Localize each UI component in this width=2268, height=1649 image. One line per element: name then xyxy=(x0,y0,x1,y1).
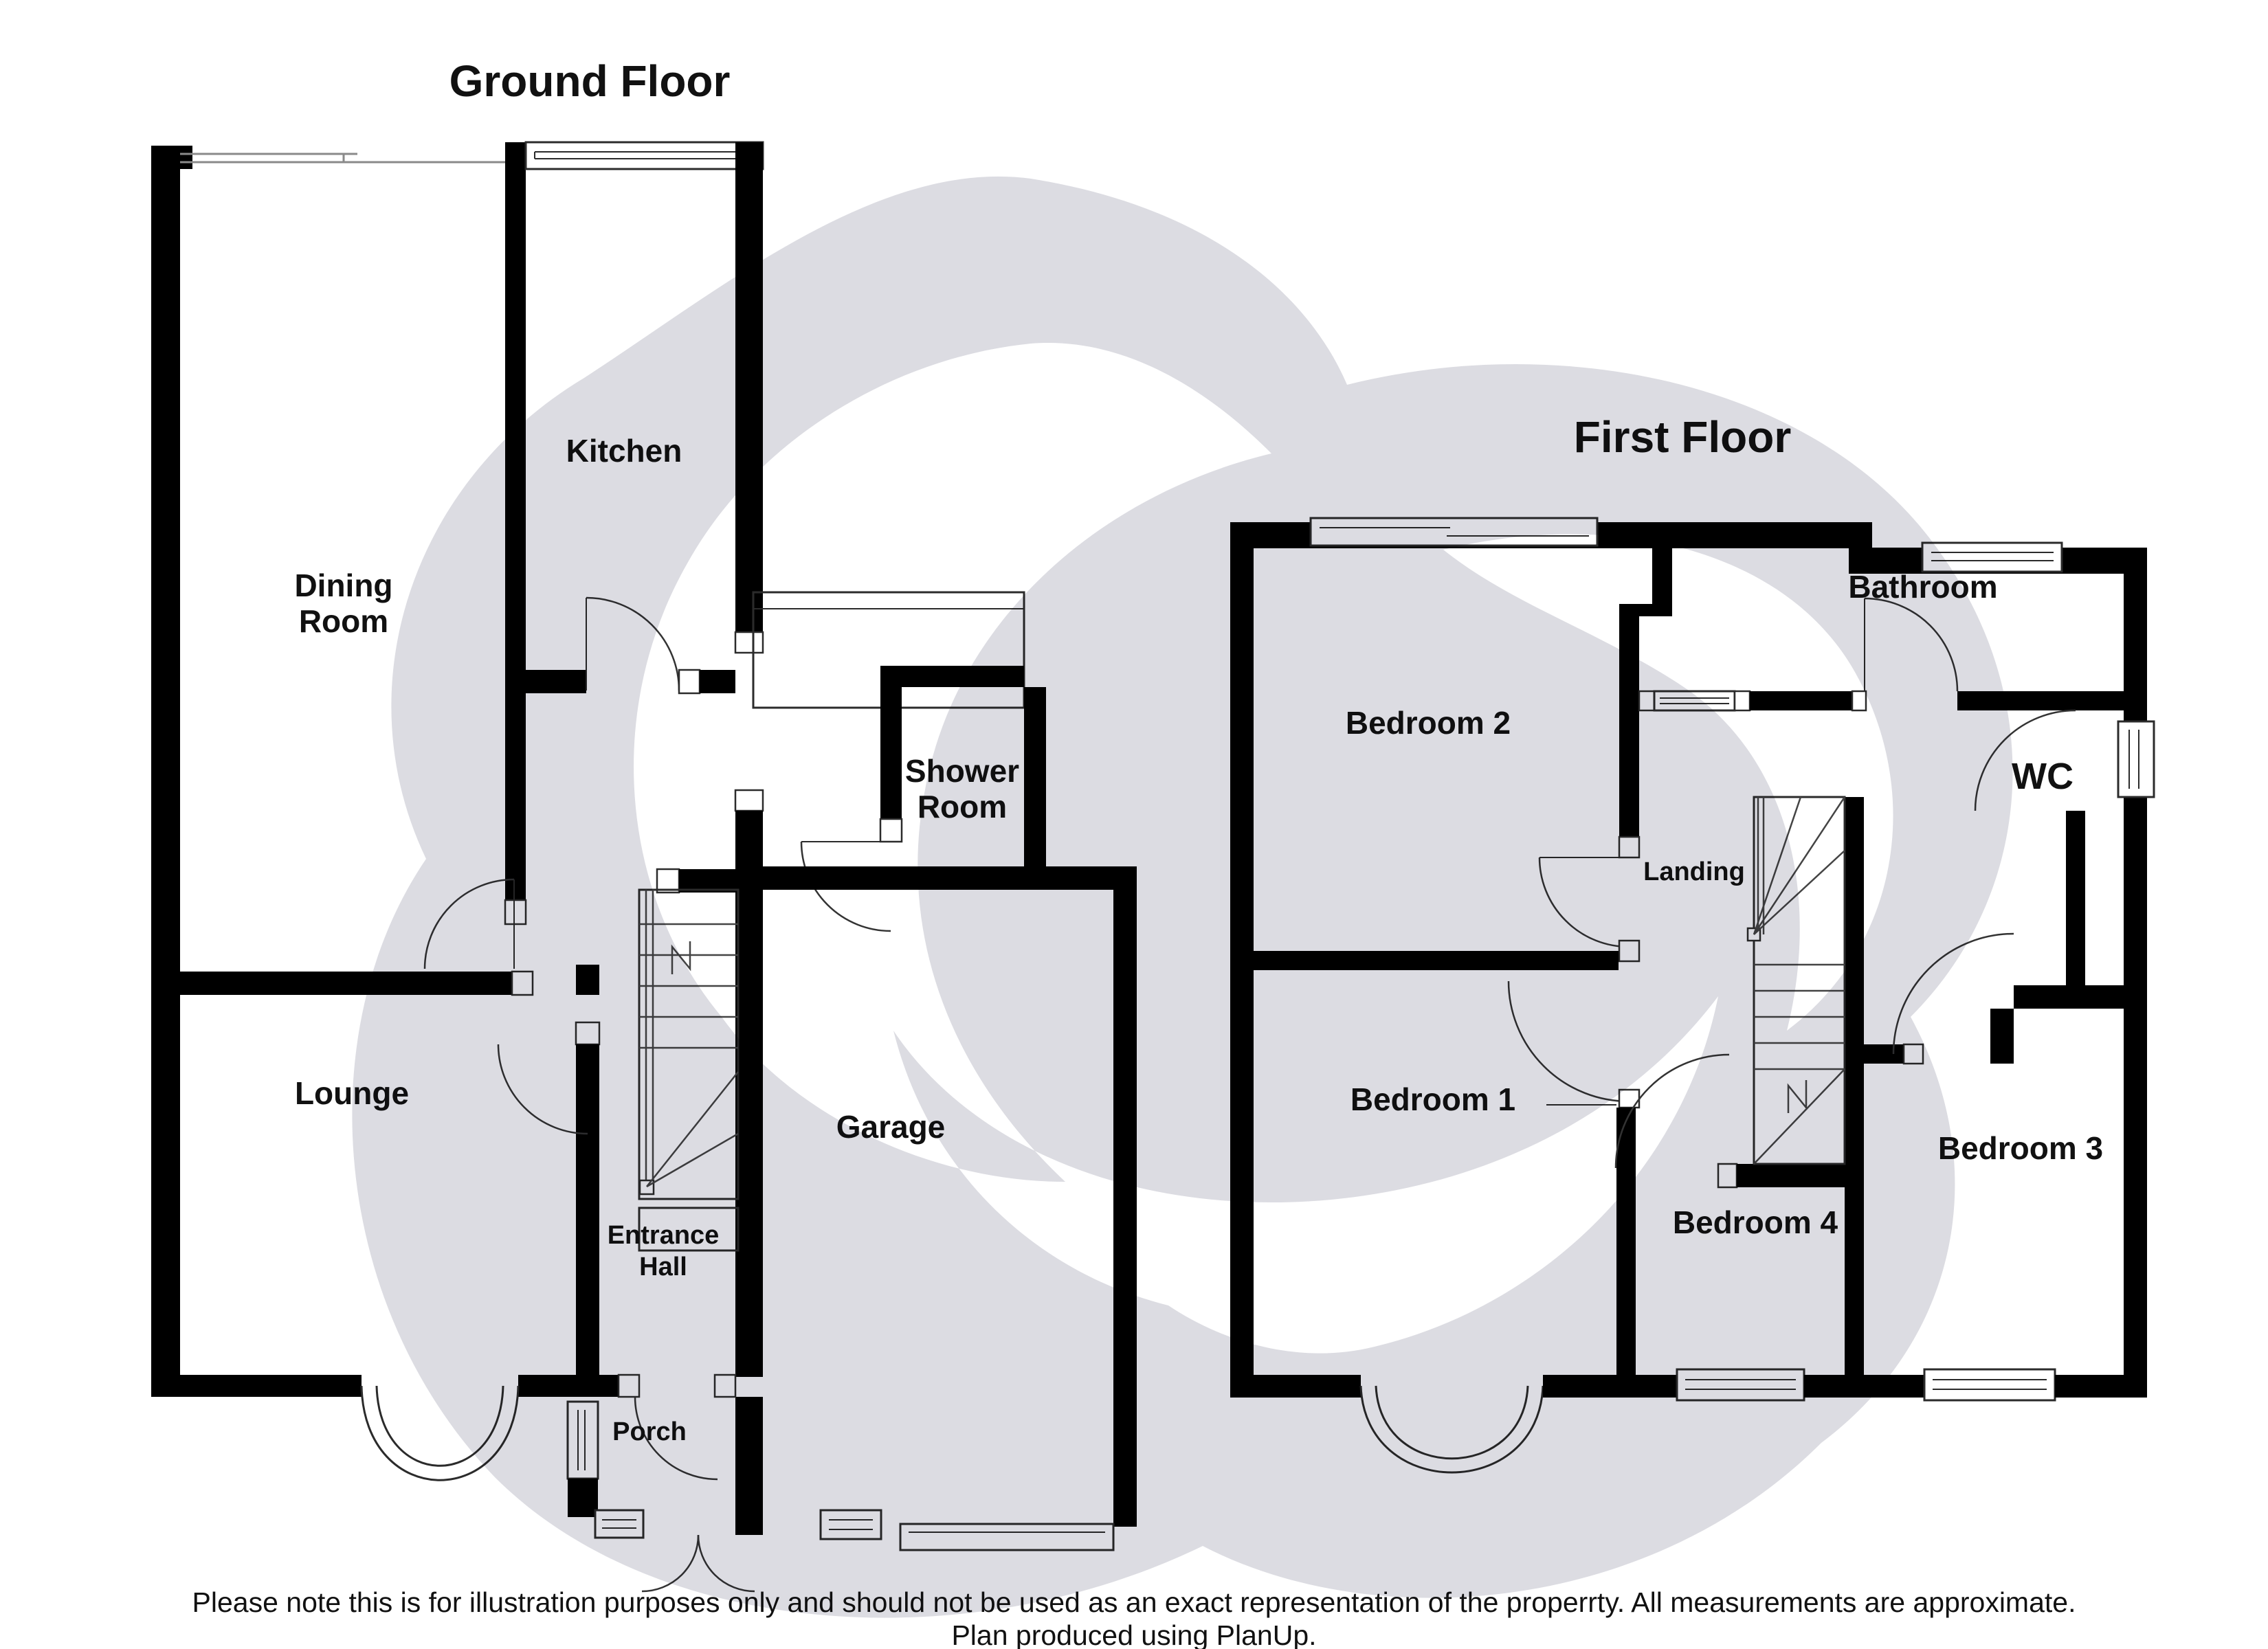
disclaimer-line1: Please note this is for illustration pur… xyxy=(192,1586,2076,1618)
passage-opening-jamb xyxy=(734,789,764,812)
disclaimer-line2: Plan produced using PlanUp. xyxy=(951,1619,1316,1649)
bedroom2-wall-jog xyxy=(1619,604,1672,616)
kitchen-bottom-wall xyxy=(700,670,735,693)
room-label-wc: WC xyxy=(2012,756,2074,797)
ground-floor-title: Ground Floor xyxy=(449,56,731,106)
wc-left-wall xyxy=(2066,811,2085,985)
ff-bottom-wall xyxy=(2055,1375,2147,1398)
wc-window xyxy=(2117,720,2155,798)
kitchen-window xyxy=(524,141,764,170)
room-label-dining-line1: Dining xyxy=(294,568,392,603)
planup-watermark-logo xyxy=(352,176,2013,1618)
wc-lobby-stub-wall xyxy=(1990,1009,2014,1064)
footer: Please note this is for illustration pur… xyxy=(192,1586,2076,1649)
gf-top-wall-corner xyxy=(151,146,192,169)
shower-door-jamb xyxy=(879,818,903,843)
shower-door-arc xyxy=(800,841,891,932)
room-label-bedroom3: Bedroom 3 xyxy=(1938,1130,2103,1166)
shower-left-wall xyxy=(880,666,902,819)
room-label-dining-line2: Room xyxy=(299,603,388,639)
ff-right-wall xyxy=(2124,548,2147,1398)
kitchen-door-jamb xyxy=(678,669,701,695)
gf-left-wall xyxy=(151,146,180,1397)
passage-opening-jamb xyxy=(734,631,764,654)
lounge-bottom-wall xyxy=(151,1375,362,1397)
bathroom-door-jamb xyxy=(1851,690,1867,712)
wc-bottom-wall xyxy=(2014,985,2147,1009)
bathroom-bottom-wall xyxy=(1750,691,1852,710)
bedroom3-window xyxy=(1923,1368,2056,1402)
bathroom-window xyxy=(1921,541,2063,573)
bedroom4-wall-jamb xyxy=(1618,1088,1641,1109)
internal-window-jamb xyxy=(1733,690,1751,712)
stairs-top-wall xyxy=(679,869,735,893)
